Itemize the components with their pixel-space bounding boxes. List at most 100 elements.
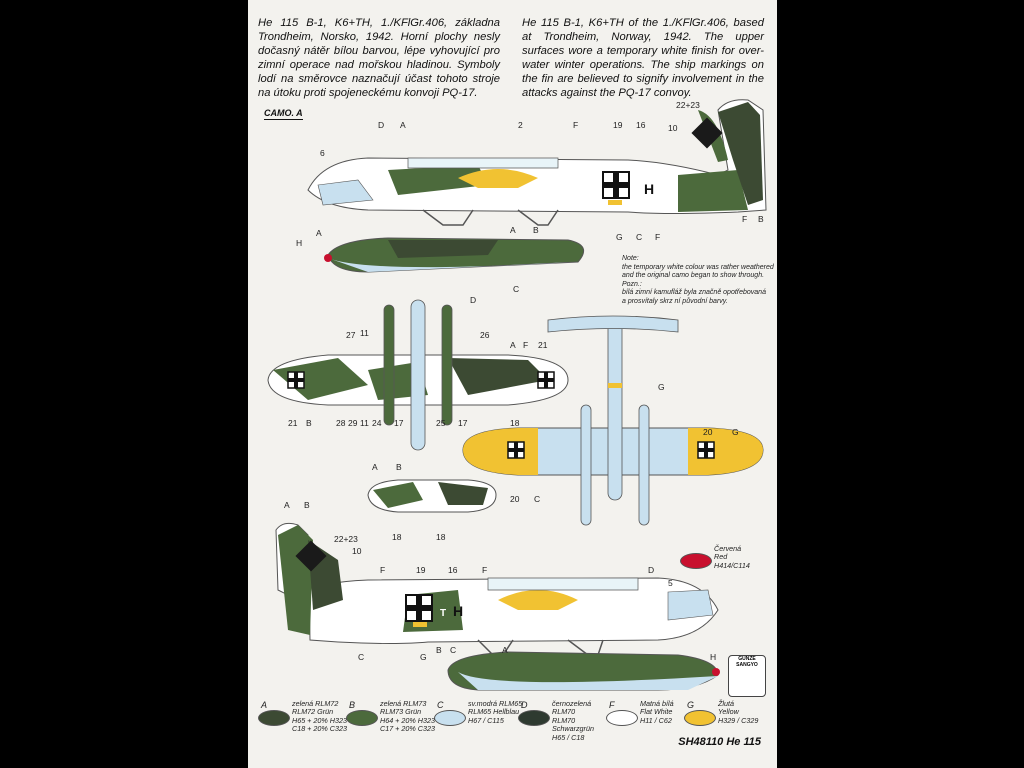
callout-side1-A: A <box>400 120 406 130</box>
code-letter-T: T <box>632 184 638 195</box>
legend-F-letter: F <box>609 700 615 710</box>
callout-side1-F2: F <box>655 232 661 242</box>
aircraft-drawings: T H <box>267 99 767 691</box>
legend-red-swatch <box>680 553 712 569</box>
callout-top-27: 27 <box>346 330 356 340</box>
legend-B-text: zelená RLM73 RLM73 Grün H64 + 20% H323 C… <box>380 699 435 734</box>
legend-B-letter: B <box>349 700 356 710</box>
legend-D-text: černozelená RLM70 RLM70 Schwarzgrün H65 … <box>552 699 594 742</box>
svg-text:H: H <box>453 603 463 619</box>
legend-D-letter: D <box>521 700 528 710</box>
callout-top-D: D <box>470 295 477 305</box>
callout-side1-A2: A <box>316 228 322 238</box>
legend-B-swatch <box>346 710 378 726</box>
callout-side2-C: C <box>358 652 365 662</box>
callout-side1-C: C <box>513 284 520 294</box>
callout-side1-G: G <box>616 232 623 242</box>
legend-A-text: zelená RLM72 RLM72 Grün H65 + 20% H323 C… <box>292 699 347 734</box>
callout-side1-10: 10 <box>668 123 678 133</box>
callout-side2-C2: C <box>450 645 457 655</box>
callout-tail-B: B <box>396 462 402 472</box>
callout-top-25: 25 <box>436 418 446 428</box>
legend-F-text: Matná bílá Flat White H11 / C62 <box>640 699 674 725</box>
callout-side2-G: G <box>420 652 427 662</box>
callout-top-17b: 17 <box>458 418 468 428</box>
bottom-right-wing-cross-icon <box>697 441 715 459</box>
callout-side2-16: 16 <box>448 565 458 575</box>
callout-side1-D: D <box>378 120 385 130</box>
callout-side2-B: B <box>304 500 310 510</box>
description-english: He 115 B-1, K6+TH of the 1./KFlGr.406, b… <box>522 17 764 100</box>
callout-side2-B2: B <box>436 645 442 655</box>
legend-C-text: sv.modrá RLM65 RLM65 Hellblau H67 / C115 <box>468 699 523 725</box>
bottom-view <box>462 315 764 526</box>
callout-top-B: B <box>306 418 312 428</box>
svg-text:T: T <box>440 608 446 619</box>
callout-tail-18: 18 <box>392 532 402 542</box>
side-view-right-aircraft: T H <box>275 522 720 691</box>
callout-side2-fin: 22+23 <box>334 534 358 544</box>
callout-bottom-20b: 20 <box>510 494 520 504</box>
callout-top-17: 17 <box>394 418 404 428</box>
callout-side2-A2: A <box>502 645 508 655</box>
callout-side2-F2: F <box>482 565 488 575</box>
callout-side1-C2: C <box>636 232 643 242</box>
callout-side1-fin: 22+23 <box>676 100 700 110</box>
callout-top-21b: 21 <box>288 418 298 428</box>
callout-top-26: 26 <box>480 330 490 340</box>
callout-top-11: 11 <box>360 328 369 338</box>
product-code: SH48110 He 115 <box>678 736 761 748</box>
callout-top-A: A <box>510 340 516 350</box>
callout-side2-5: 5 <box>668 578 673 588</box>
callout-tail-18b: 18 <box>436 532 446 542</box>
callout-side2-H: H <box>710 652 717 662</box>
callout-side1-B2: B <box>758 214 764 224</box>
legend-D: D černozelená RLM70 RLM70 Schwarzgrün H6… <box>518 699 610 742</box>
top-view <box>267 299 569 451</box>
callout-top-24: 24 <box>372 418 382 428</box>
description-czech: He 115 B-1, K6+TH, 1./KFlGr.406, základn… <box>258 17 500 100</box>
callout-bottom-G2: G <box>732 427 739 437</box>
legend-A-letter: A <box>261 700 268 710</box>
legend-D-swatch <box>518 710 550 726</box>
legend-G-text: Žlutá Yellow H329 / C329 <box>718 699 759 725</box>
legend-G-letter: G <box>687 700 695 710</box>
legend-F: F Matná bílá Flat White H11 / C62 <box>606 699 698 740</box>
callout-side2-A: A <box>284 500 290 510</box>
code-letter-H: H <box>644 181 654 197</box>
callout-side1-H: H <box>296 238 303 248</box>
fuselage-cross-icon <box>602 171 630 199</box>
callout-bottom-G: G <box>658 382 665 392</box>
callout-top-11b: 11 <box>360 418 369 428</box>
legend-red-text: Červená Red H414/C114 <box>714 544 750 570</box>
callout-top-21: 21 <box>538 340 548 350</box>
tailplane-view <box>367 479 497 513</box>
instruction-sheet: He 115 B-1, K6+TH, 1./KFlGr.406, základn… <box>248 0 777 768</box>
fuselage-cross-2-icon <box>405 594 433 622</box>
callout-side1-19: 19 <box>613 120 623 130</box>
callout-side2-D: D <box>648 565 655 575</box>
callout-bottom-C: C <box>534 494 541 504</box>
legend-C-swatch <box>434 710 466 726</box>
callout-top-28: 28 <box>336 418 346 428</box>
callout-top-29: 29 <box>348 418 358 428</box>
callout-side2-19: 19 <box>416 565 426 575</box>
gunze-sangyo-logo: GUNZE SANGYO <box>728 655 766 697</box>
legend-B: B zelená RLM73 RLM73 Grün H64 + 20% H323… <box>346 699 438 740</box>
callout-side1-2: 2 <box>518 120 523 130</box>
callout-top-18: 18 <box>510 418 520 428</box>
callout-tail-A: A <box>372 462 378 472</box>
legend-C: C sv.modrá RLM65 RLM65 Hellblau H67 / C1… <box>434 699 526 740</box>
callout-side1-6: 6 <box>320 148 325 158</box>
callout-bottom-20: 20 <box>703 427 713 437</box>
legend-F-swatch <box>606 710 638 726</box>
side-view-left-aircraft: T H <box>307 99 767 273</box>
callout-side1-B: B <box>533 225 539 235</box>
camo-label: CAMO. A <box>264 108 303 120</box>
left-wing-cross-icon <box>287 371 305 389</box>
legend-A: A zelená RLM72 RLM72 Grün H65 + 20% H323… <box>258 699 350 740</box>
bottom-left-wing-cross-icon <box>507 441 525 459</box>
legend-G: G Žlutá Yellow H329 / C329 <box>684 699 776 740</box>
callout-top-F: F <box>523 340 529 350</box>
legend-G-swatch <box>684 710 716 726</box>
